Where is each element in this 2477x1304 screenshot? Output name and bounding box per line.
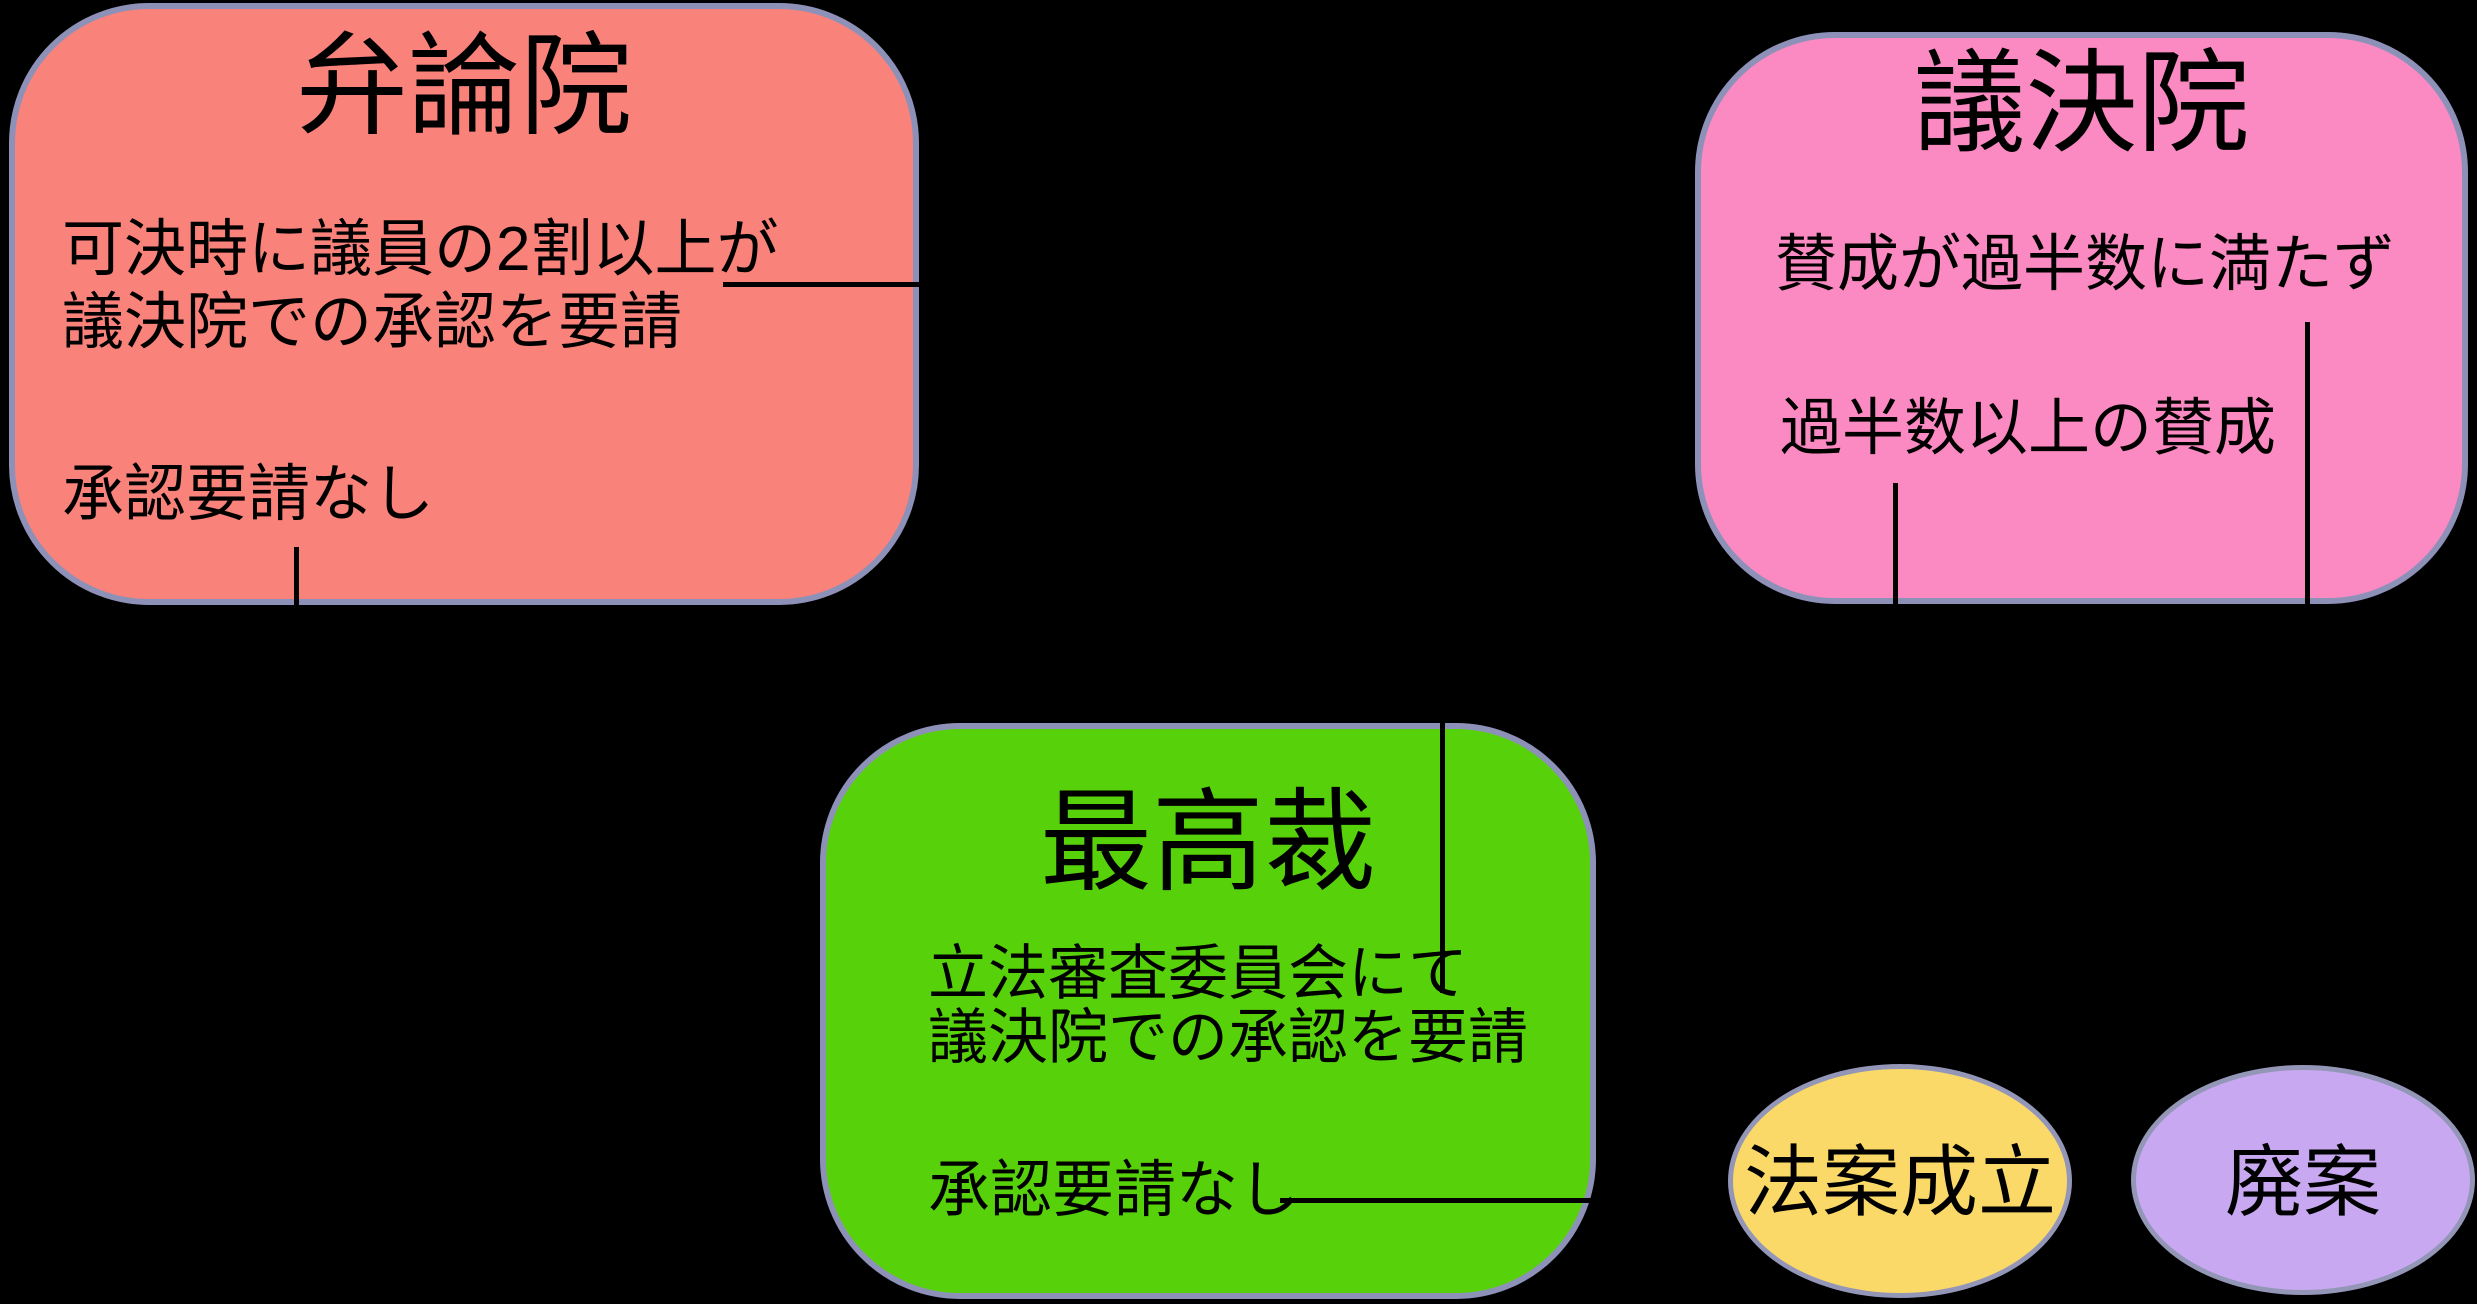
debate-house-approval-request-label-line1: 可決時に議員の2割以上が [62, 215, 779, 284]
edge-court-no-request [1280, 1198, 1596, 1203]
node-voting-house [1695, 32, 2468, 604]
bill-rejected-label: 廃案 [2224, 1138, 2381, 1226]
voting-house-title: 議決院 [1913, 41, 2250, 166]
node-supreme-court [820, 723, 1596, 1299]
node-bill-passed [1728, 1064, 2072, 1298]
voting-house-not-majority-label: 賛成が過半数に満たず [1775, 230, 2396, 299]
debate-house-no-request-label: 承認要請なし [62, 460, 435, 529]
edge-voting-not-majority [2305, 322, 2310, 607]
supreme-court-approval-request-label-line2: 議決院での承認を要請 [928, 1004, 1528, 1071]
debate-house-title: 弁論院 [296, 24, 632, 149]
bill-passed-label: 法案成立 [1743, 1138, 2056, 1226]
node-bill-rejected [2131, 1065, 2475, 1295]
debate-house-approval-request-label-line2: 議決院での承認を要請 [62, 288, 683, 357]
supreme-court-title: 最高裁 [1040, 780, 1376, 905]
edge-debate-approval-request [723, 282, 921, 287]
voting-house-majority-label: 過半数以上の賛成 [1780, 394, 2277, 463]
edge-court-approval-request [1440, 721, 1445, 993]
node-debate-house [9, 3, 919, 605]
supreme-court-no-request-label: 承認要請なし [928, 1156, 1301, 1225]
supreme-court-approval-request-label-line1: 立法審査委員会にて [928, 940, 1468, 1007]
edge-voting-majority [1893, 483, 1898, 607]
edge-debate-no-request [294, 547, 299, 607]
